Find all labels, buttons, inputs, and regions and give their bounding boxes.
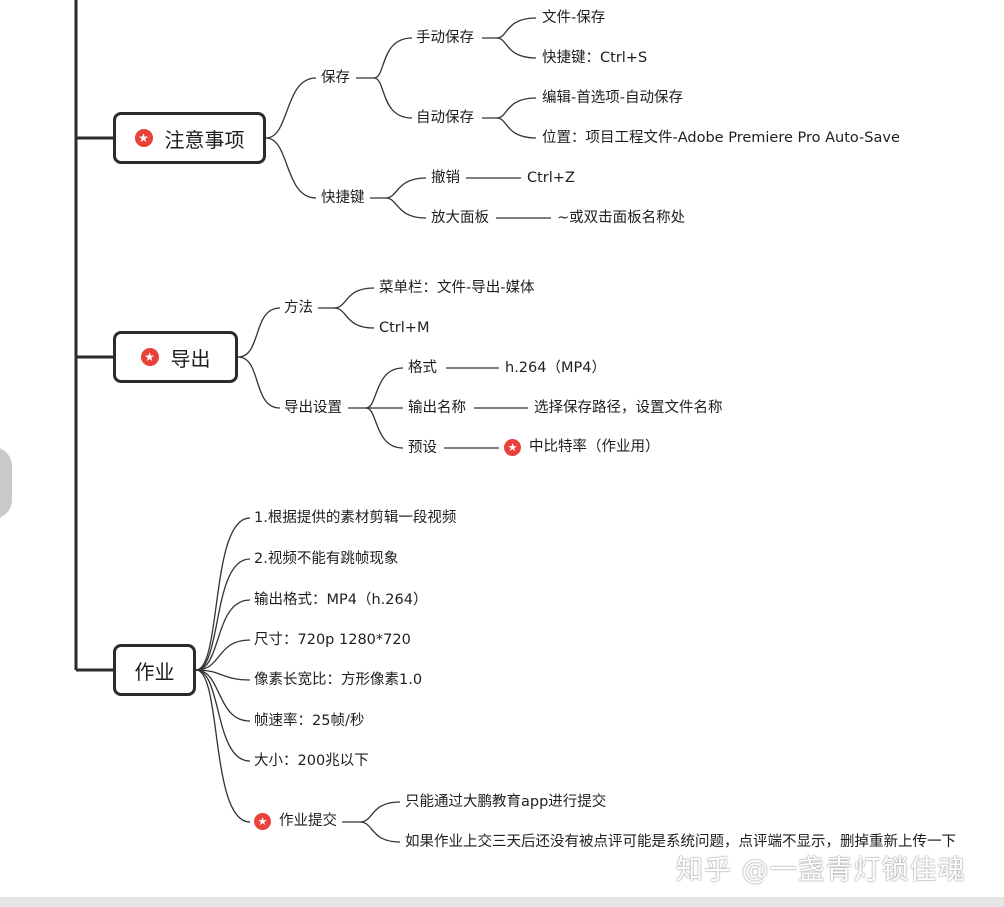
homework-item[interactable]: 大小：200兆以下	[254, 753, 369, 769]
topic-export-label: 导出	[170, 346, 211, 371]
side-scroll-handle[interactable]	[0, 447, 12, 519]
node-manual-save[interactable]: 手动保存	[416, 30, 474, 46]
node-auto-save[interactable]: 自动保存	[416, 110, 474, 126]
homework-item[interactable]: 像素长宽比：方形像素1.0	[254, 672, 423, 688]
submit-label: 作业提交	[279, 813, 337, 829]
node-export-settings[interactable]: 导出设置	[284, 400, 342, 416]
homework-item[interactable]: 帧速率：25帧/秒	[254, 713, 365, 729]
node-submit[interactable]: ★ 作业提交	[254, 812, 337, 830]
topic-notes-label: 注意事项	[164, 127, 245, 152]
node-auto-path[interactable]: 编辑-首选项-自动保存	[542, 90, 683, 106]
node-output-name[interactable]: 输出名称	[408, 400, 466, 416]
node-ctrl-m[interactable]: Ctrl+M	[379, 320, 430, 336]
node-preset[interactable]: 预设	[408, 440, 437, 456]
homework-item[interactable]: 1.根据提供的素材剪辑一段视频	[254, 510, 457, 526]
node-preset-value[interactable]: ★ 中比特率（作业用）	[504, 438, 660, 456]
node-auto-location[interactable]: 位置：项目工程文件-Adobe Premiere Pro Auto-Save	[542, 130, 900, 146]
star-marker-icon: ★	[134, 129, 153, 147]
star-marker-icon: ★	[140, 348, 159, 366]
watermark: 知乎 @一盏青灯锁佳魂	[676, 855, 966, 886]
topic-homework[interactable]: 作业	[113, 644, 196, 696]
preset-value-label: 中比特率（作业用）	[529, 439, 660, 455]
node-method[interactable]: 方法	[284, 300, 313, 316]
node-undo[interactable]: 撤销	[431, 170, 460, 186]
node-manual-shortcut[interactable]: 快捷键：Ctrl+S	[542, 50, 648, 66]
node-maximize-key[interactable]: ~或双击面板名称处	[557, 210, 686, 226]
node-output-name-value[interactable]: 选择保存路径，设置文件名称	[534, 400, 723, 416]
topic-homework-label: 作业	[134, 659, 175, 684]
homework-item[interactable]: 输出格式：MP4（h.264）	[254, 592, 428, 608]
star-marker-icon: ★	[254, 812, 271, 830]
star-marker-icon: ★	[504, 438, 521, 456]
node-shortcuts[interactable]: 快捷键	[321, 190, 365, 206]
node-format[interactable]: 格式	[408, 360, 437, 376]
node-save[interactable]: 保存	[321, 70, 350, 86]
node-submit-note[interactable]: 如果作业上交三天后还没有被点评可能是系统问题，点评端不显示，删掉重新上传一下	[405, 834, 956, 850]
bottom-bar	[0, 897, 1004, 907]
homework-item[interactable]: 尺寸：720p 1280*720	[254, 632, 411, 648]
node-undo-key[interactable]: Ctrl+Z	[527, 170, 575, 186]
topic-export[interactable]: ★ 导出	[113, 331, 238, 383]
node-menu[interactable]: 菜单栏：文件-导出-媒体	[379, 280, 535, 296]
node-maximize[interactable]: 放大面板	[431, 210, 489, 226]
topic-notes[interactable]: ★ 注意事项	[113, 112, 266, 164]
node-format-value[interactable]: h.264（MP4）	[505, 360, 606, 376]
node-submit-app[interactable]: 只能通过大鹏教育app进行提交	[405, 794, 607, 810]
node-manual-file[interactable]: 文件-保存	[542, 10, 606, 26]
homework-item[interactable]: 2.视频不能有跳帧现象	[254, 551, 399, 567]
